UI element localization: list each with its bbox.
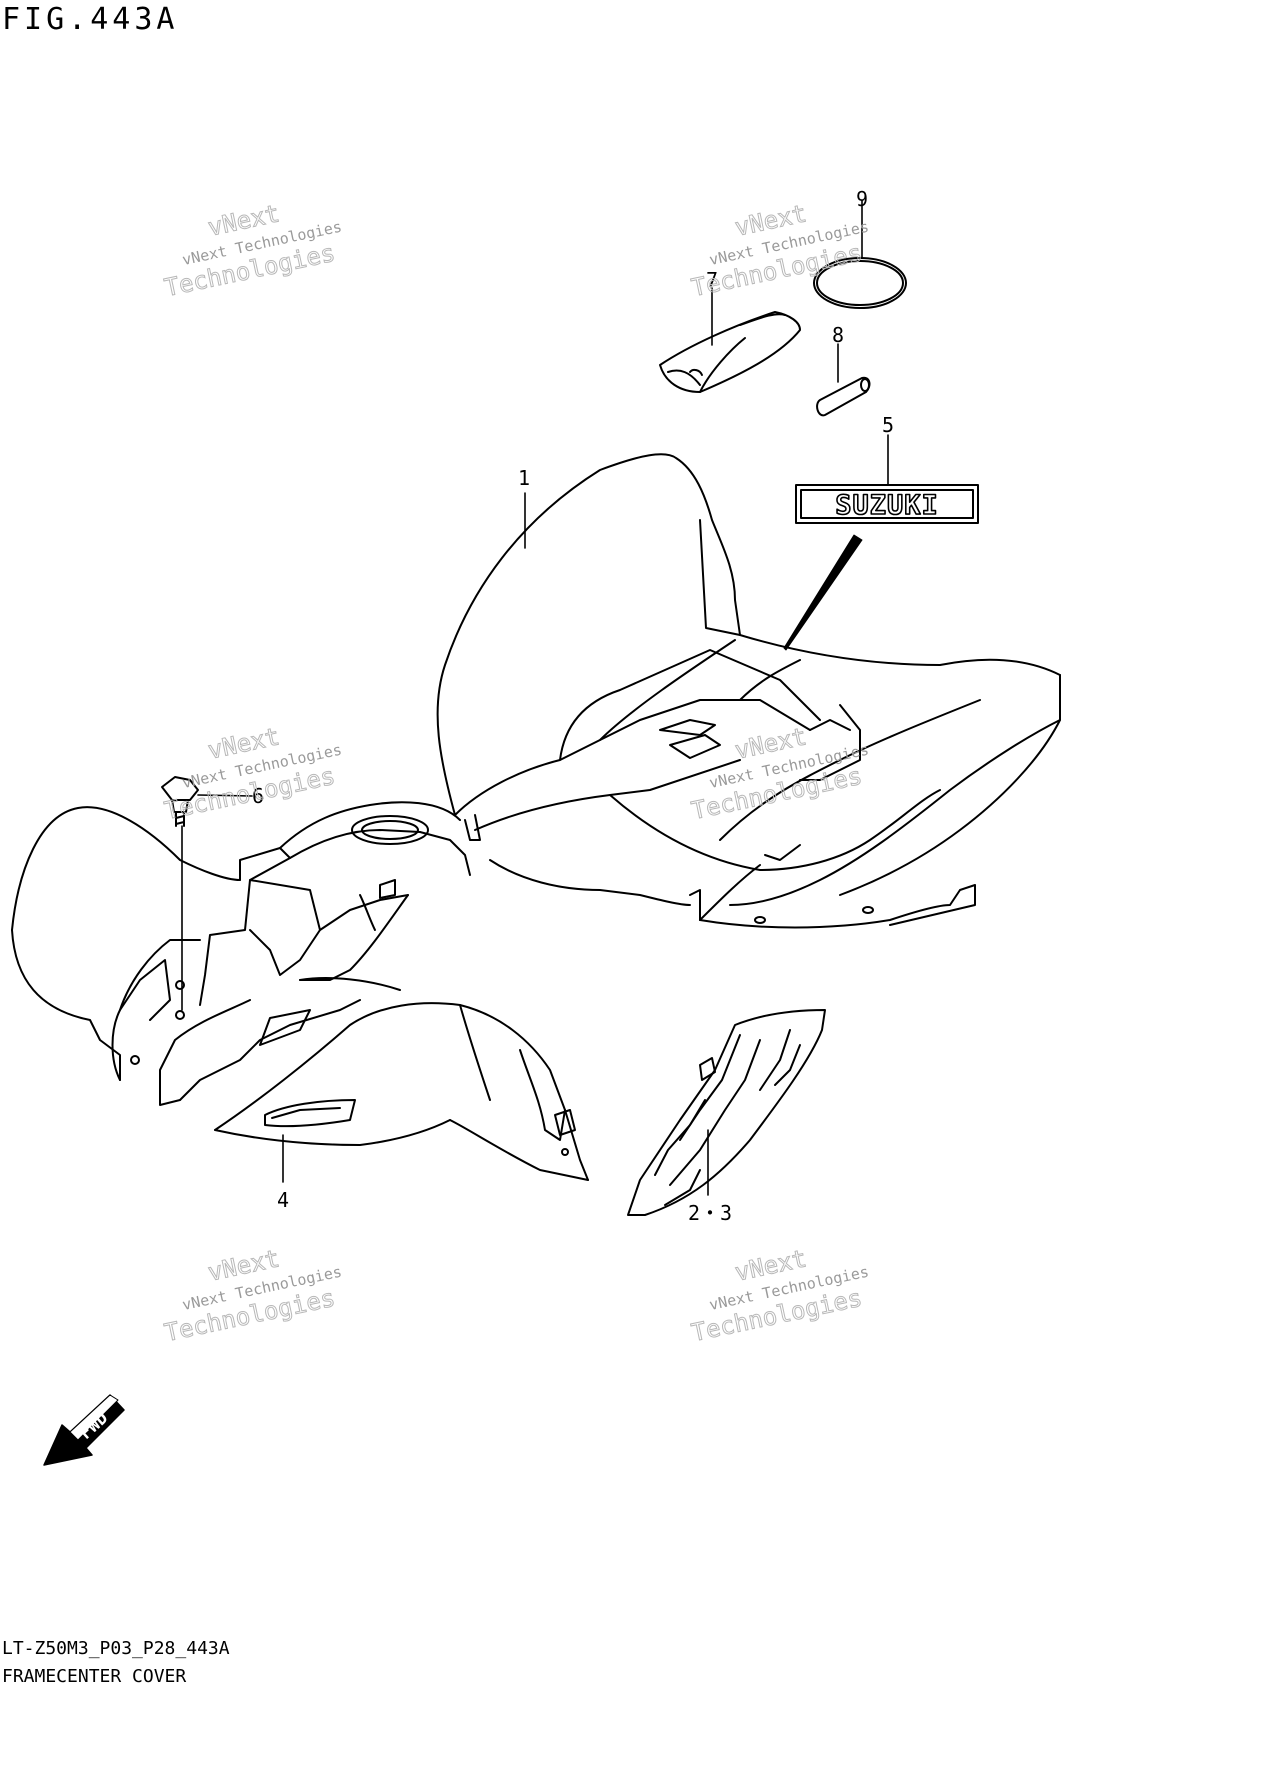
watermark: vNext vNext Technologies Technologies <box>689 1244 871 1348</box>
band-ring-part <box>813 257 907 309</box>
seat-pad-part <box>659 311 801 393</box>
emblem-pointer <box>783 534 863 651</box>
watermark: vNext vNext Technologies Technologies <box>162 1244 344 1348</box>
callout-5: 5 <box>882 413 894 437</box>
watermark: vNext vNext Technologies Technologies <box>689 199 871 303</box>
callout-4: 4 <box>277 1188 289 1212</box>
frame-center-cover-part <box>436 453 1061 929</box>
callout-1: 1 <box>518 466 530 490</box>
watermark: vNext vNext Technologies Technologies <box>162 722 344 826</box>
callout-6: 6 <box>252 784 264 808</box>
bolt-part <box>161 776 199 827</box>
figure-name: FRAMECENTER COVER <box>2 1666 187 1687</box>
callout-2-3: 2・3 <box>688 1201 732 1225</box>
front-fender-part <box>11 801 589 1181</box>
watermark: vNext vNext Technologies Technologies <box>162 199 344 303</box>
pin-part <box>816 376 871 417</box>
fwd-arrow-icon <box>43 1394 125 1466</box>
suzuki-emblem-part <box>795 484 979 524</box>
figure-code: LT-Z50M3_P03_P28_443A <box>2 1638 230 1659</box>
callout-8: 8 <box>832 323 844 347</box>
callout-9: 9 <box>856 187 868 211</box>
leader-lines <box>181 199 889 1196</box>
suzuki-emblem-text: SUZUKI <box>835 490 939 521</box>
side-decal-part <box>627 1009 826 1216</box>
callout-7: 7 <box>706 268 718 292</box>
figure-title: FIG.443A <box>2 2 179 37</box>
